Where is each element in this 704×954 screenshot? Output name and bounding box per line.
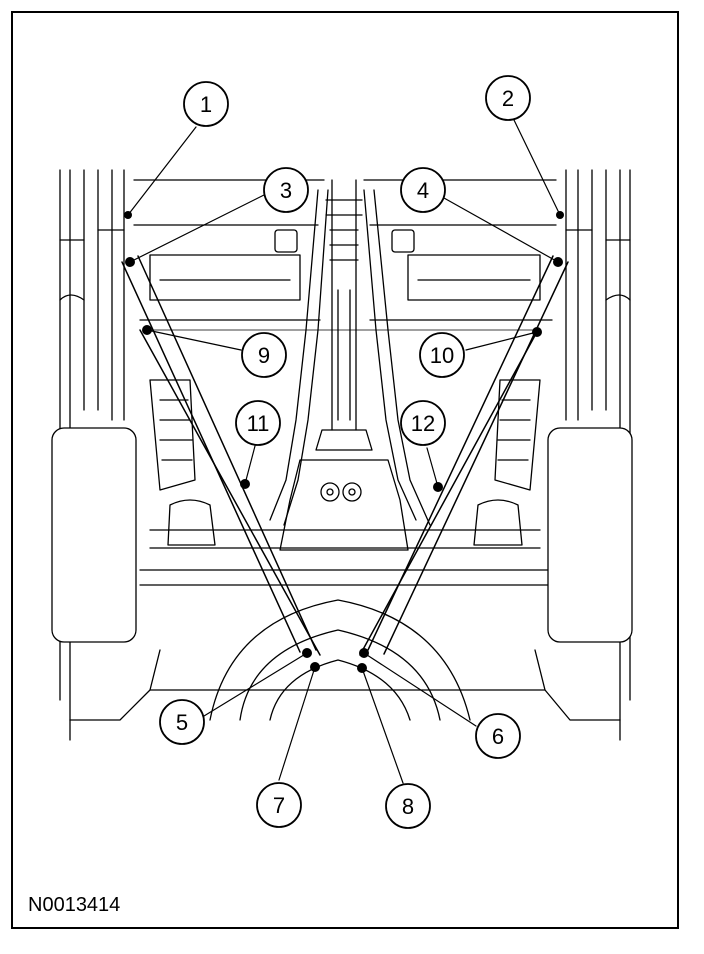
suspension-left: [149, 379, 196, 491]
callout-9-label: 9: [258, 343, 270, 368]
figure-reference-code: N0013414: [28, 894, 121, 916]
callout-10-label: 10: [430, 343, 454, 368]
tire-left: [51, 427, 137, 643]
spare-tire: [209, 599, 471, 721]
callout-11-circle: [235, 400, 281, 446]
callout-5-label: 5: [176, 710, 188, 735]
callout-4-label: 4: [417, 178, 429, 203]
callout-6-circle: [475, 713, 521, 759]
x-brace: [121, 255, 569, 656]
exhaust-pipes: [269, 189, 431, 526]
rear-differential: [279, 459, 409, 551]
callout-12-label: 12: [411, 411, 435, 436]
callout-4-circle: [400, 167, 446, 213]
callout-10-circle: [419, 332, 465, 378]
callout-3-label: 3: [280, 178, 292, 203]
callout-12-circle: [400, 400, 446, 446]
callout-7-circle: [256, 782, 302, 828]
callout-3-circle: [263, 167, 309, 213]
callout-5-circle: [159, 699, 205, 745]
callout-8-circle: [385, 783, 431, 829]
callout-1-label: 1: [200, 92, 212, 117]
rear-bumper: [69, 689, 621, 741]
callout-9-circle: [241, 332, 287, 378]
callout-1-circle: [183, 81, 229, 127]
callout-11-label: 11: [247, 411, 270, 436]
callout-6-label: 6: [492, 724, 504, 749]
callout-8-label: 8: [402, 794, 414, 819]
callout-7-label: 7: [273, 793, 285, 818]
tire-right: [547, 427, 633, 643]
callout-2-circle: [485, 75, 531, 121]
leader-lines: [127, 119, 561, 784]
rear-axle: [139, 499, 551, 586]
driveshaft: [315, 179, 373, 451]
callout-circles: [159, 75, 531, 829]
upper-crossmember: [133, 179, 557, 321]
callout-2-label: 2: [502, 86, 514, 111]
